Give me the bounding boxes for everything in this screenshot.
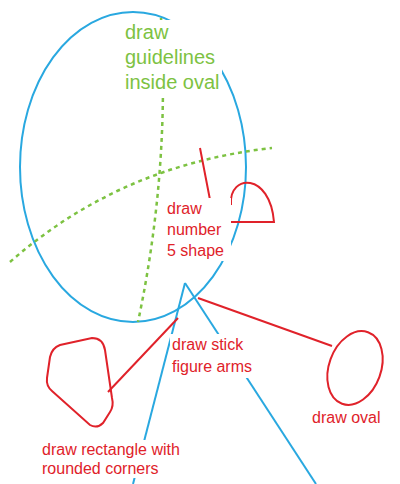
instruction-label: draw stick figure arms — [170, 334, 256, 378]
instruction-label: draw oval — [310, 408, 394, 428]
instruction-label: draw number 5 shape — [165, 198, 231, 261]
instruction-label: draw guidelines inside oval — [123, 20, 222, 95]
rounded-rectangle — [47, 338, 113, 427]
instruction-label: draw rectangle with rounded corners — [40, 440, 194, 478]
stick-arm — [108, 318, 178, 392]
hand-oval — [318, 323, 393, 412]
stick-body-line — [185, 283, 316, 484]
horizontal-guideline — [10, 148, 272, 262]
head-oval — [20, 12, 246, 322]
